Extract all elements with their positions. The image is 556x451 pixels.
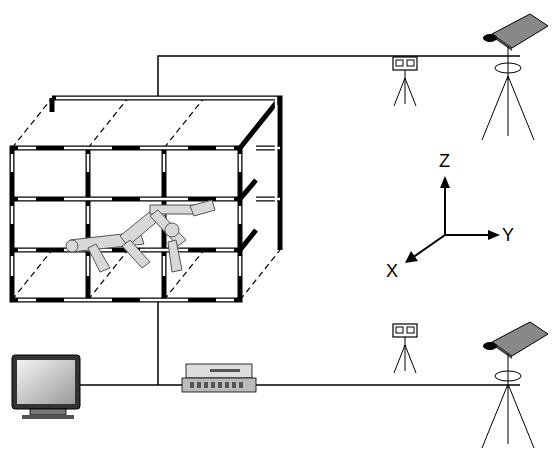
monitor <box>12 355 80 419</box>
tripod-camera <box>482 322 548 448</box>
cable <box>80 56 520 385</box>
stereo-camera <box>393 324 417 373</box>
axis-label: X <box>386 262 398 280</box>
hub-device <box>182 364 256 392</box>
stereo-camera <box>393 57 417 106</box>
axis-label: Y <box>502 226 514 244</box>
tripod-camera <box>482 14 548 140</box>
axis-arrows <box>405 176 500 263</box>
robot-figure <box>66 200 215 272</box>
axis-label: Z <box>439 152 450 170</box>
capture-frame <box>12 98 280 300</box>
